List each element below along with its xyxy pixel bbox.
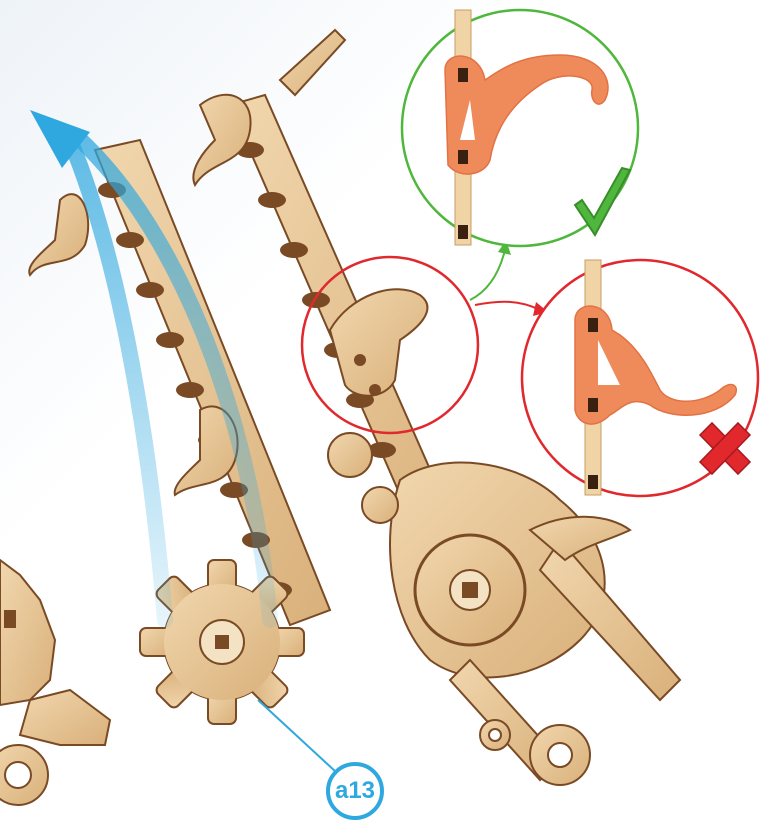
correct-orientation-inset — [402, 10, 638, 246]
incorrect-orientation-inset — [522, 260, 758, 496]
callout-leader-line — [258, 700, 336, 772]
part-label-text: a13 — [335, 777, 375, 805]
background-gear-left — [0, 560, 110, 805]
part-label-badge: a13 — [326, 762, 384, 820]
connector-arrows — [470, 240, 548, 316]
